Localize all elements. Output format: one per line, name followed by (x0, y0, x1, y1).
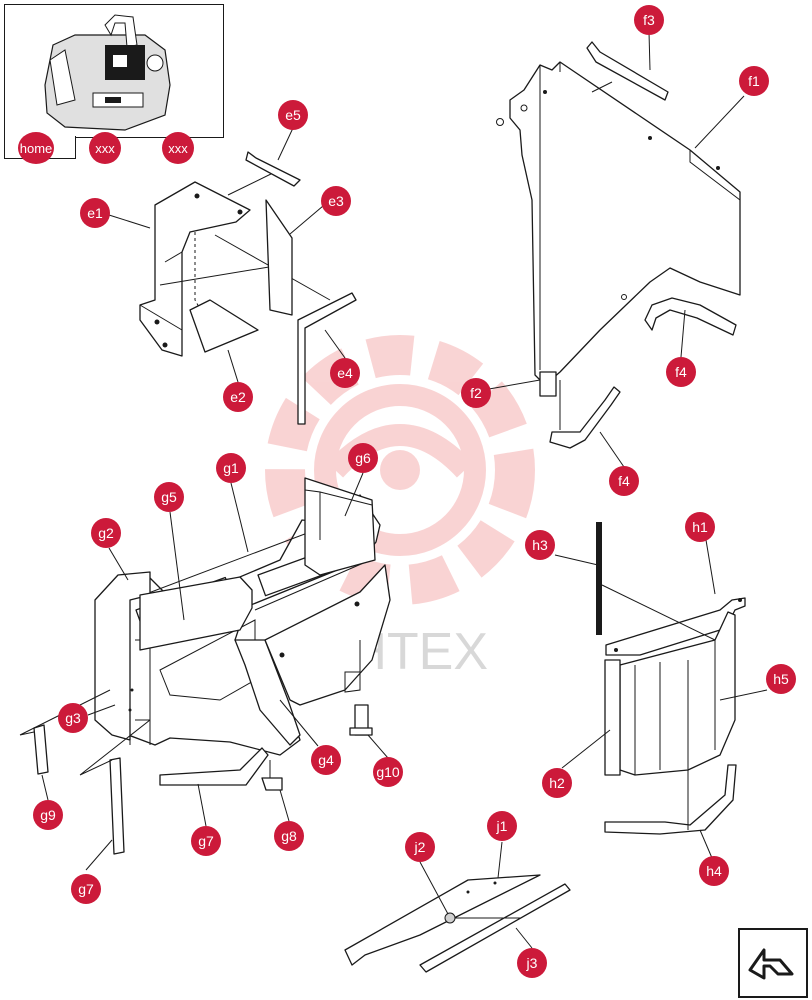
part-g8-clip[interactable] (261, 777, 283, 791)
part-f1-panel[interactable] (496, 61, 741, 386)
callout-f1[interactable]: f1 (739, 66, 769, 96)
svg-text:g2: g2 (98, 525, 114, 541)
callout-h2[interactable]: h2 (542, 768, 572, 798)
svg-text:h2: h2 (549, 775, 565, 791)
callout-h1[interactable]: h1 (685, 512, 715, 542)
svg-text:j2: j2 (414, 839, 426, 855)
callout-e2[interactable]: e2 (223, 382, 253, 412)
excavator-thumbnail[interactable] (5, 5, 223, 137)
callout-h5[interactable]: h5 (766, 664, 796, 694)
svg-text:e1: e1 (87, 205, 103, 221)
callout-f2[interactable]: f2 (461, 378, 491, 408)
svg-text:g3: g3 (65, 710, 81, 726)
svg-text:h3: h3 (532, 537, 548, 553)
svg-text:h4: h4 (706, 863, 722, 879)
svg-text:g4: g4 (318, 752, 334, 768)
svg-text:f4: f4 (675, 364, 687, 380)
watermark-gear-icon (265, 335, 535, 605)
svg-text:g6: g6 (355, 450, 371, 466)
part-g9-post[interactable] (33, 724, 49, 775)
svg-text:g5: g5 (161, 489, 177, 505)
part-h3-strip[interactable] (596, 522, 602, 635)
svg-text:j3: j3 (526, 955, 538, 971)
home-button[interactable]: home (18, 132, 54, 164)
svg-text:f4: f4 (618, 473, 630, 489)
part-g6-upper-box[interactable] (304, 477, 376, 576)
callout-j1[interactable]: j1 (487, 811, 517, 841)
part-e3-panel[interactable] (265, 199, 293, 316)
svg-text:j1: j1 (496, 818, 508, 834)
part-j1-plate[interactable] (344, 874, 541, 966)
part-g10-clip[interactable] (349, 704, 373, 736)
svg-text:g1: g1 (223, 460, 239, 476)
callout-g7-seal[interactable]: g7 (191, 826, 221, 856)
callout-j3[interactable]: j3 (517, 948, 547, 978)
svg-text:e2: e2 (230, 389, 246, 405)
callout-g4[interactable]: g4 (311, 745, 341, 775)
svg-text:g9: g9 (40, 807, 56, 823)
callout-g7-post[interactable]: g7 (71, 874, 101, 904)
callout-g8[interactable]: g8 (274, 821, 304, 851)
part-g7-lower-seal[interactable] (159, 747, 269, 786)
callout-f4-lower[interactable]: f4 (609, 466, 639, 496)
part-h2-trim[interactable] (604, 659, 621, 776)
svg-text:g8: g8 (281, 828, 297, 844)
svg-text:f1: f1 (748, 73, 760, 89)
callout-g2[interactable]: g2 (91, 518, 121, 548)
svg-text:e5: e5 (285, 107, 301, 123)
svg-text:g10: g10 (376, 764, 400, 780)
part-g4-side-panel[interactable] (234, 564, 391, 746)
callout-h3[interactable]: h3 (525, 530, 555, 560)
thumbnail-navigation (4, 4, 224, 138)
svg-text:e4: e4 (337, 365, 353, 381)
part-f3-strip[interactable] (586, 41, 669, 101)
callout-e5[interactable]: e5 (278, 100, 308, 130)
part-j3-strip[interactable] (419, 883, 571, 973)
nav-button-2[interactable]: xxx (162, 132, 194, 164)
callout-j2[interactable]: j2 (405, 832, 435, 862)
callout-f4-upper[interactable]: f4 (666, 357, 696, 387)
part-e2-plate[interactable] (189, 299, 259, 353)
callout-g9[interactable]: g9 (33, 800, 63, 830)
callout-h4[interactable]: h4 (699, 856, 729, 886)
svg-text:f3: f3 (643, 12, 655, 28)
part-f4-lower-seal[interactable] (549, 386, 621, 449)
svg-text:e3: e3 (328, 193, 344, 209)
back-button[interactable] (738, 928, 808, 998)
callout-e3[interactable]: e3 (321, 186, 351, 216)
part-f2-bracket[interactable] (539, 371, 557, 397)
part-g2-end-cap[interactable] (94, 571, 151, 741)
svg-text:h5: h5 (773, 671, 789, 687)
part-h5-panel[interactable] (619, 611, 736, 776)
part-h4-seal[interactable] (604, 764, 737, 835)
leader-lines (41, 31, 768, 949)
callout-g6[interactable]: g6 (348, 443, 378, 473)
svg-text:f2: f2 (470, 385, 482, 401)
callout-g10[interactable]: g10 (373, 757, 403, 787)
callout-e4[interactable]: e4 (330, 358, 360, 388)
part-e5-strip[interactable] (245, 151, 301, 187)
part-g5-inner-panel[interactable] (139, 576, 253, 651)
svg-text:g7: g7 (198, 833, 214, 849)
callout-f3[interactable]: f3 (634, 5, 664, 35)
callout-e1[interactable]: e1 (80, 198, 110, 228)
callout-g3[interactable]: g3 (58, 703, 88, 733)
part-e4-strip[interactable] (297, 292, 357, 425)
part-g7-post[interactable] (109, 757, 125, 855)
part-f4-upper-seal[interactable] (644, 297, 737, 336)
part-e1-bracket[interactable] (139, 181, 251, 357)
nav-button-1[interactable]: xxx (89, 132, 121, 164)
callout-g1[interactable]: g1 (216, 453, 246, 483)
callout-g5[interactable]: g5 (154, 482, 184, 512)
svg-text:h1: h1 (692, 519, 708, 535)
svg-text:g7: g7 (78, 881, 94, 897)
back-arrow-icon (748, 948, 794, 980)
